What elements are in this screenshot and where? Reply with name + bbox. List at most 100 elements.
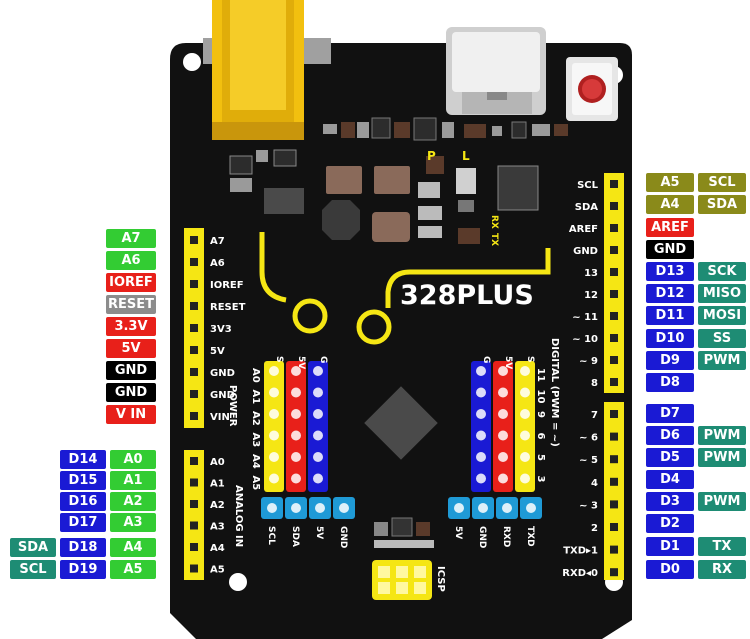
pin-label-rx: RX [698, 560, 746, 579]
sensor-column-label: 5V [296, 356, 306, 369]
sensor-column-label: S [525, 356, 535, 362]
pin-label-d12: D12 [646, 284, 694, 303]
header-pin [610, 202, 618, 210]
header-pin [610, 523, 618, 531]
pin-label-vin: V IN [106, 405, 156, 424]
usb-c-connector [446, 27, 546, 115]
header-pin-label: A6 [210, 258, 225, 269]
header-pin-label: 13 [584, 268, 598, 279]
sensor-pin [269, 366, 279, 376]
pin-label-pwm: PWM [698, 492, 746, 511]
pin-label-gnd: GND [106, 361, 156, 380]
pin-label-a4: A4 [646, 195, 694, 214]
header-pin [190, 280, 198, 288]
pin-label-pwm: PWM [698, 426, 746, 445]
header-pin-label: ~ 6 [579, 433, 598, 444]
header-pin-label: AREF [569, 224, 598, 235]
sensor-pin [291, 387, 301, 398]
icsp-header [372, 517, 434, 600]
pin-label-scl: SCL [10, 560, 56, 579]
sensor-row-label: A5 [250, 476, 261, 491]
header-pin [190, 346, 198, 354]
header-pin [610, 568, 618, 577]
sensor-row-label: 5 [535, 454, 546, 461]
sensor-bottom-label: GND [477, 526, 487, 548]
sensor-column [308, 361, 328, 492]
sensor-row-label: 6 [535, 433, 546, 440]
header-pin [610, 312, 618, 320]
sensor-pin [269, 409, 279, 419]
sensor-pin [498, 409, 508, 419]
sensor-pin [291, 473, 301, 484]
header-pin-label: ~ 11 [572, 312, 598, 323]
pin-label-d7: D7 [646, 404, 694, 423]
sensor-bottom-label: RXD [501, 526, 511, 547]
pin-label-sda: SDA [10, 538, 56, 557]
pin-label-a3: A3 [110, 513, 156, 532]
header-pin-label: ~ 3 [579, 500, 598, 511]
header-pin [610, 410, 618, 418]
sensor-pin [313, 409, 323, 419]
header-pin-label: TXD▸1 [563, 546, 598, 557]
pin-label-gnd: GND [106, 383, 156, 402]
header-pin [610, 378, 618, 386]
header-pin [190, 457, 198, 465]
sensor-row-label: 11 [535, 368, 546, 382]
sensor-pin [313, 387, 323, 398]
header-pin [610, 268, 618, 276]
pin-label-d4: D4 [646, 470, 694, 489]
pin-label-d2: D2 [646, 514, 694, 533]
header-pin [190, 412, 198, 420]
sensor-bottom-hole [526, 503, 536, 513]
header-pin-label: 7 [591, 410, 598, 421]
mounting-hole [229, 573, 247, 591]
header-pin [610, 334, 618, 342]
sensor-pin [476, 366, 486, 376]
header-pin [610, 432, 618, 441]
header-pin [610, 455, 618, 464]
pin-label-a5: A5 [110, 560, 156, 579]
pin-label-ioref: IOREF [106, 273, 156, 292]
pin-label-reset: RESET [106, 295, 156, 314]
header-pin [610, 477, 618, 486]
pin-label-d15: D15 [60, 471, 106, 490]
pin-label-gnd: GND [646, 240, 694, 259]
sensor-bottom-label: 5V [314, 526, 324, 539]
pin-label-pwm: PWM [698, 351, 746, 370]
sensor-pin [520, 473, 530, 484]
pin-label-scl: SCL [698, 173, 746, 192]
header-pin-label: A4 [210, 543, 225, 554]
sensor-row-label: 10 [535, 390, 546, 404]
pin-label-sda: SDA [698, 195, 746, 214]
header-pin [610, 224, 618, 232]
sensor-column [286, 361, 306, 492]
sensor-pin [520, 409, 530, 419]
sensor-pin [291, 430, 301, 441]
header-pin-label: SCL [577, 180, 599, 191]
header-pin-label: A5 [210, 565, 225, 576]
pin-label-d17: D17 [60, 513, 106, 532]
sensor-bottom-hole [502, 503, 512, 513]
pin-label-d6: D6 [646, 426, 694, 445]
l-led-label: L [462, 149, 470, 163]
sensor-pin [269, 387, 279, 398]
board-traces [259, 232, 551, 345]
sensor-column-label: S [274, 356, 284, 362]
sensor-row-label: A1 [250, 390, 261, 405]
sensor-row-label: A2 [250, 411, 261, 426]
header-pin [610, 500, 618, 509]
pin-label-a6: A6 [106, 251, 156, 270]
sensor-column [471, 361, 491, 492]
digital-header-top [604, 173, 624, 393]
header-pin [190, 368, 198, 376]
power-led-label: P [427, 149, 436, 163]
digital-section-label: DIGITAL (PWM = ~) [549, 338, 560, 447]
digital-header-bottom [604, 402, 624, 580]
sensor-column [493, 361, 513, 492]
header-pin [190, 324, 198, 332]
header-pin [190, 258, 198, 266]
pin-label-d10: D10 [646, 329, 694, 348]
